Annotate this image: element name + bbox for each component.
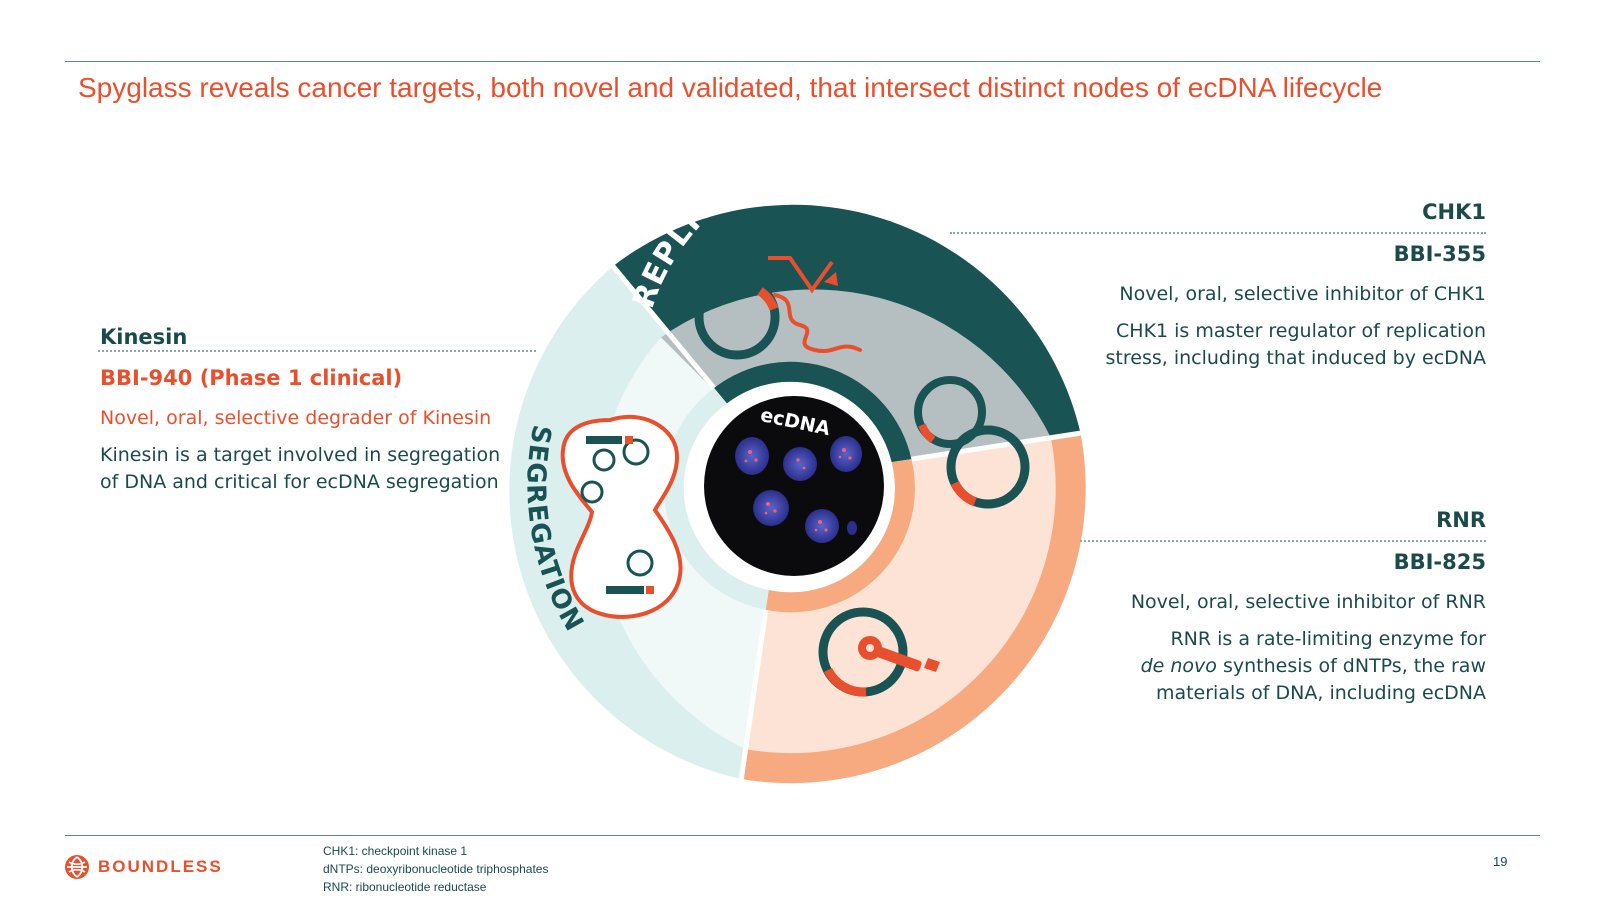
wrench-icon [858, 636, 940, 672]
rnr-detail-line1: RNR is a rate-limiting enzyme for [1170, 628, 1486, 650]
rnr-detail-rest: synthesis of dNTPs, the raw [1216, 655, 1486, 677]
footnote: dNTPs: deoxyribonucleotide triphosphates [323, 862, 549, 876]
company-logo: BOUNDLESS [64, 854, 223, 880]
dividing-cell-icon [560, 414, 683, 619]
kinesin-description: Novel, oral, selective degrader of Kines… [100, 407, 492, 429]
rnr-description: Novel, oral, selective inhibitor of RNR [1130, 591, 1486, 613]
footnote: RNR: ribonucleotide reductase [323, 880, 487, 894]
rnr-detail-italic: de novo [1140, 655, 1217, 677]
slide-title: Spyglass reveals cancer targets, both no… [78, 72, 1383, 103]
bottom-rule [65, 835, 1540, 836]
kinesin-target-name: Kinesin [100, 325, 188, 349]
replication-stress-icon [694, 256, 986, 448]
chk1-target-name: CHK1 [1422, 200, 1486, 224]
kinesin-leader-line [98, 350, 536, 352]
logo-text: BOUNDLESS [98, 857, 223, 876]
segregation-inner-band [663, 388, 769, 610]
rnr-leader-line [1080, 540, 1486, 542]
kinesin-detail-line1: Kinesin is a target involved in segregat… [100, 444, 501, 466]
rnr-target-name: RNR [1436, 508, 1486, 532]
top-rule [65, 61, 1540, 62]
chk1-drug-name: BBI-355 [1393, 242, 1486, 266]
footnote: CHK1: checkpoint kinase 1 [323, 844, 468, 858]
footnotes: CHK1: checkpoint kinase 1 dNTPs: deoxyri… [323, 842, 548, 896]
rnr-drug-name: BBI-825 [1393, 550, 1486, 574]
chk1-description: Novel, oral, selective inhibitor of CHK1 [1119, 283, 1486, 305]
rnr-detail-line2: de novo synthesis of dNTPs, the raw [1141, 652, 1486, 680]
kinesin-drug-name: BBI-940 (Phase 1 clinical) [100, 366, 403, 390]
chk1-leader-line [950, 232, 1486, 234]
nuclei [735, 436, 862, 543]
replication-sector [660, 289, 1051, 463]
kinesin-detail-line2: of DNA and critical for ecDNA segregatio… [100, 471, 499, 493]
page-number: 19 [1493, 854, 1508, 869]
chk1-detail-line1: CHK1 is master regulator of replication [1116, 320, 1486, 342]
logo-icon [65, 855, 89, 879]
assembly-repair-icon [818, 425, 1030, 697]
chk1-detail-line2: stress, including that induced by ecDNA [1105, 347, 1486, 369]
replication-inner-band [714, 361, 912, 463]
assembly-sector [745, 437, 1056, 754]
rnr-detail-line3: materials of DNA, including ecDNA [1155, 682, 1486, 704]
assembly-inner-band [765, 459, 915, 613]
